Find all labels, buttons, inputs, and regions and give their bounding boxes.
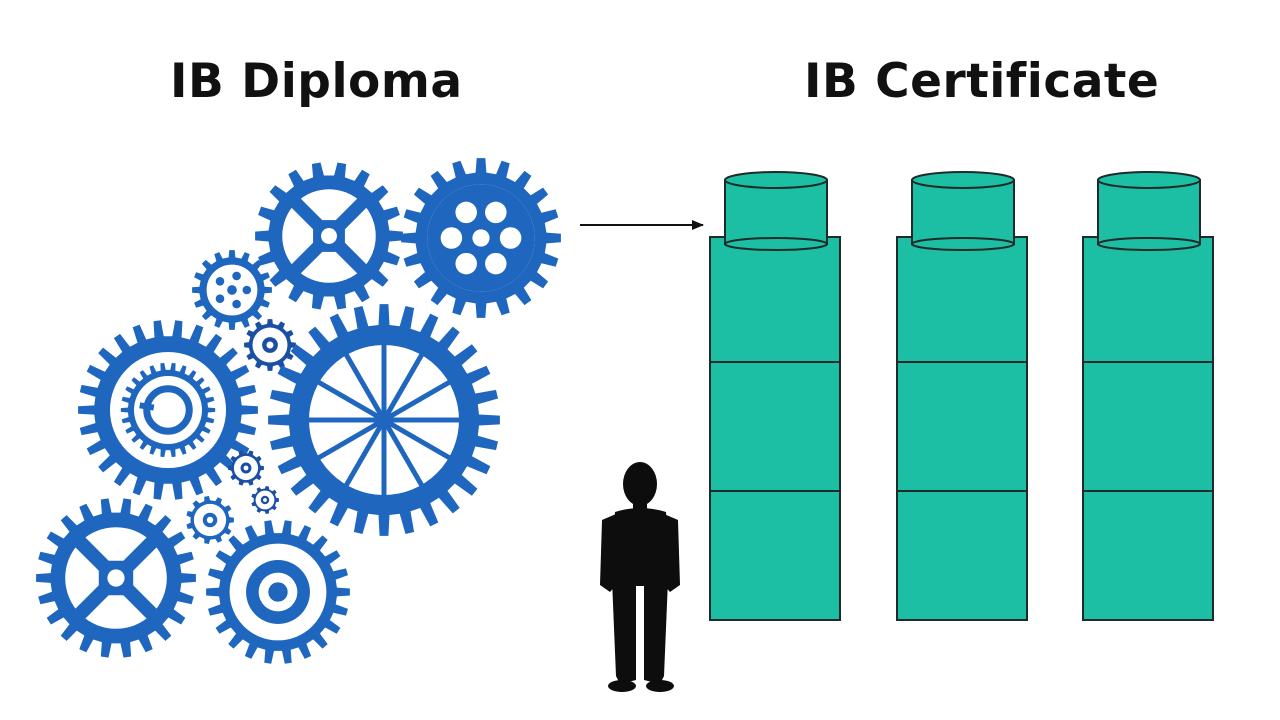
column-block — [896, 490, 1028, 621]
gear-icon — [36, 498, 196, 658]
gear-cluster-icon — [36, 158, 561, 664]
gear-icon — [186, 496, 234, 544]
column-block — [896, 361, 1028, 492]
column-block — [896, 236, 1028, 379]
cylinder-cap — [724, 179, 828, 245]
gear-icon — [268, 304, 500, 536]
column-block — [709, 490, 841, 621]
stacked-cylinder-column-icon — [896, 171, 1028, 621]
ib-diploma-heading: IB Diploma — [170, 54, 463, 109]
gear-icon — [244, 319, 296, 371]
column-block — [1082, 490, 1214, 621]
column-block — [709, 236, 841, 379]
gear-icon — [192, 250, 272, 330]
gear-icon — [255, 162, 403, 310]
cylinder-top — [724, 171, 828, 189]
person-silhouette-icon — [600, 462, 680, 692]
gear-icon — [401, 158, 561, 318]
stacked-cylinder-column-icon — [1082, 171, 1214, 621]
columns-group — [709, 171, 1214, 621]
cylinder-top — [911, 171, 1015, 189]
stacked-cylinder-column-icon — [709, 171, 841, 621]
cylinder-top — [1097, 171, 1201, 189]
gear-icon — [251, 486, 279, 514]
column-block — [709, 361, 841, 492]
gear-icon — [228, 450, 264, 486]
ib-certificate-heading: IB Certificate — [804, 54, 1160, 109]
cylinder-cap — [1097, 179, 1201, 245]
column-block — [1082, 236, 1214, 379]
column-block — [1082, 361, 1214, 492]
gear-icon — [206, 520, 350, 664]
gear-icon — [78, 320, 258, 500]
cylinder-cap — [911, 179, 1015, 245]
